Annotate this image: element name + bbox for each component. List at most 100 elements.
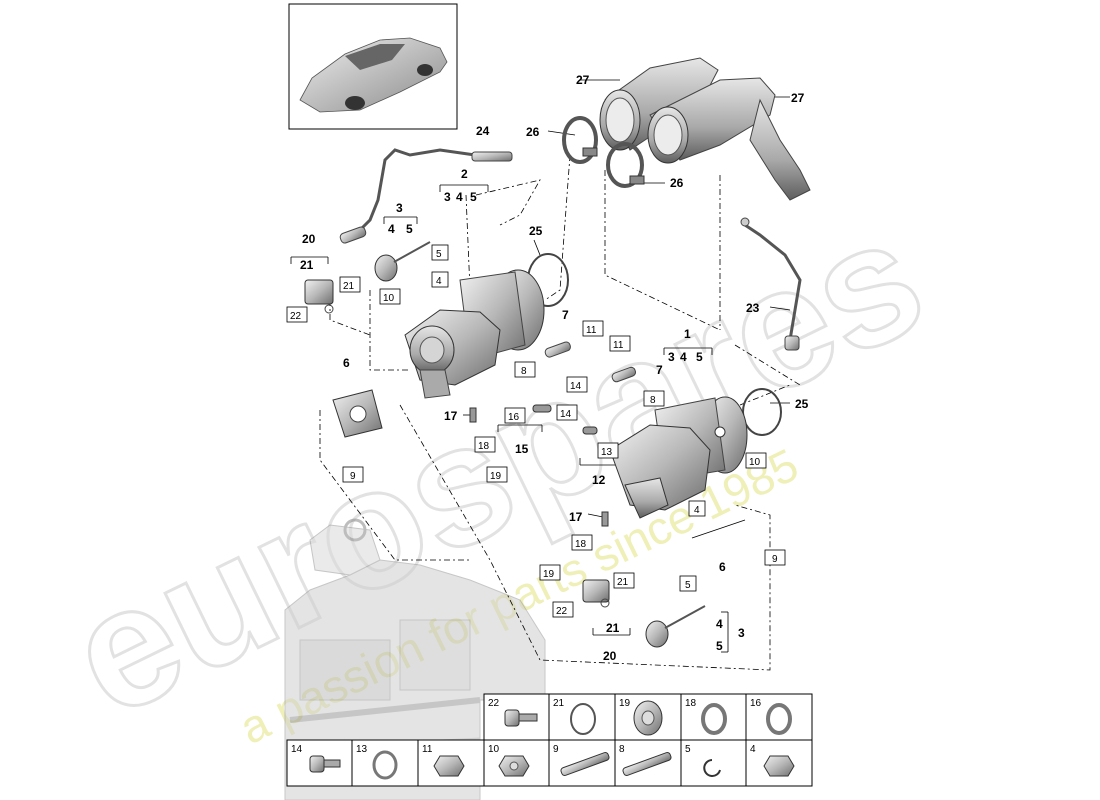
callout-45-a-5: 5	[406, 222, 413, 236]
banjo-fitting-lower	[582, 426, 598, 435]
callout-6-right: 6	[719, 560, 726, 574]
box-18-lower: 18	[575, 539, 587, 550]
table-item-ring-16	[766, 703, 792, 735]
callout-345-b-4: 4	[680, 350, 687, 364]
table-cell-21: 21	[553, 698, 565, 709]
parts-table: 22 21 19 18 16 14 13 11 10 9 8 5 4	[286, 693, 813, 787]
callout-24: 24	[476, 124, 490, 138]
box-10-lower: 10	[749, 457, 761, 468]
wastegate-actuator-upper	[374, 241, 431, 282]
box-8-upper: 8	[521, 366, 527, 377]
oil-line-upper	[544, 341, 571, 358]
callout-45-a-4: 4	[388, 222, 395, 236]
box-9-right: 9	[772, 554, 778, 565]
callout-17-upper: 17	[444, 409, 458, 423]
callout-3-top: 3	[396, 201, 403, 215]
table-item-clip-5	[703, 759, 721, 777]
box-14-upper: 14	[570, 381, 582, 392]
box-22-lower: 22	[556, 606, 568, 617]
callout-20-bottom: 20	[603, 649, 617, 663]
box-10-upper: 10	[383, 293, 395, 304]
callout-3-bottom: 3	[738, 626, 745, 640]
gasket-plate	[332, 389, 383, 438]
callout-4: 4	[716, 617, 723, 631]
box-16: 16	[508, 412, 520, 423]
callout-27-top: 27	[576, 73, 590, 87]
table-item-stud-9	[560, 752, 610, 776]
turbocharger-right	[609, 396, 748, 519]
callout-5: 5	[716, 639, 723, 653]
box-11-upper: 11	[586, 325, 597, 336]
callout-23: 23	[746, 301, 760, 315]
table-item-nut-11	[433, 755, 465, 777]
table-cell-18: 18	[685, 698, 697, 709]
box-4-lower: 4	[694, 505, 700, 516]
box-5-lower: 5	[685, 580, 691, 591]
box-22-upper: 22	[290, 311, 302, 322]
table-item-ring-21	[570, 703, 596, 735]
callout-12: 12	[592, 473, 606, 487]
table-item-ring-18	[701, 703, 727, 735]
callout-2: 2	[461, 167, 468, 181]
box-21-lower: 21	[617, 577, 629, 588]
table-item-nut-10	[498, 755, 530, 777]
turbocharger-left	[404, 269, 545, 399]
callout-25-top: 25	[529, 224, 543, 238]
callout-345-b-5: 5	[696, 350, 703, 364]
box-14-lower: 14	[560, 409, 572, 420]
callout-27-right: 27	[791, 91, 805, 105]
wastegate-actuator-lower	[645, 605, 706, 648]
box-4-upper: 4	[436, 276, 442, 287]
table-item-stud-8	[622, 752, 672, 776]
box-19-upper: 19	[490, 471, 502, 482]
table-cell-22: 22	[488, 698, 500, 709]
callout-7-mid: 7	[656, 363, 663, 377]
table-cell-9: 9	[553, 744, 559, 755]
pressure-sensor-lower	[582, 579, 610, 608]
callout-15: 15	[515, 442, 529, 456]
table-cell-13: 13	[356, 744, 368, 755]
box-19-lower: 19	[543, 569, 555, 580]
v-band-clamp-upper	[562, 116, 598, 164]
table-cell-19: 19	[619, 698, 631, 709]
table-cell-16: 16	[750, 698, 762, 709]
callout-21-top: 21	[300, 258, 314, 272]
boxed-callouts	[286, 244, 786, 618]
box-5-upper: 5	[436, 249, 442, 260]
callout-numbers: 27 27 26 26 24 2 3 20 21 25 23 7 1 6 7 2…	[300, 73, 809, 663]
callout-26-top: 26	[526, 125, 540, 139]
table-item-ring-13	[372, 750, 398, 780]
v-band-clamp-lower	[606, 142, 645, 188]
bolt-17-lower	[601, 511, 609, 527]
table-item-bolt-14	[309, 755, 341, 773]
box-21-upper: 21	[343, 281, 355, 292]
box-18-upper: 18	[478, 441, 490, 452]
table-cell-11: 11	[422, 744, 433, 755]
callout-345-a-4: 4	[456, 190, 463, 204]
box-9-left: 9	[350, 471, 356, 482]
vehicle-thumbnail	[288, 3, 458, 130]
callout-26-bottom: 26	[670, 176, 684, 190]
callout-1: 1	[684, 327, 691, 341]
boxed-callout-labels: 5 4 10 21 22 11 11 8 14 8 16 14 13 18 19…	[290, 249, 778, 617]
table-cell-8: 8	[619, 744, 625, 755]
leader-lines	[319, 154, 801, 671]
callout-21-bottom: 21	[606, 621, 620, 635]
oil-line-lower	[611, 366, 637, 383]
table-item-bolt-22	[504, 709, 538, 727]
pressure-sensor-upper	[304, 279, 334, 314]
callout-345-a-5: 5	[470, 190, 477, 204]
callout-20-top: 20	[302, 232, 316, 246]
catalytic-converter-right	[647, 77, 811, 201]
box-13: 13	[601, 447, 613, 458]
table-item-nut-19	[633, 700, 663, 736]
table-cell-5: 5	[685, 744, 691, 755]
bolt-17-upper	[469, 407, 477, 423]
oxygen-sensor-upper	[339, 148, 513, 244]
table-cell-10: 10	[488, 744, 500, 755]
callout-25-right: 25	[795, 397, 809, 411]
table-item-nut-4	[763, 755, 795, 777]
callout-345-a-3: 3	[444, 190, 451, 204]
table-cell-14: 14	[291, 744, 303, 755]
